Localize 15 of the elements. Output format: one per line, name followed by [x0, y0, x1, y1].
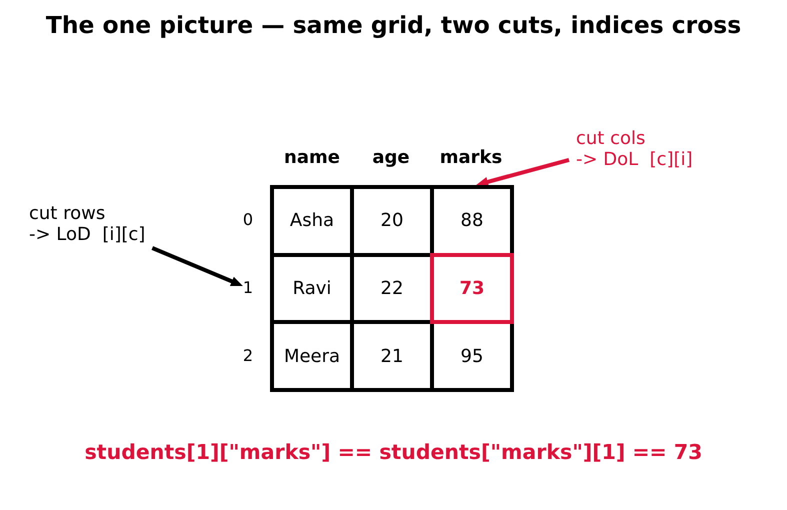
annotation-note: -> DoL [c][i] [576, 149, 693, 170]
annotation-note: -> LoD [i][c] [29, 224, 146, 245]
annotation-heading: cut rows [29, 203, 106, 224]
column-header: marks [440, 148, 502, 168]
row-index: 2 [242, 346, 254, 366]
arrow [152, 246, 244, 288]
column-header: name [284, 148, 340, 168]
column-header: age [372, 148, 410, 168]
highlighted-cell: 73 [430, 252, 514, 324]
code-expression: students[1]["marks"] == students["marks"][1] == 73 [84, 439, 702, 465]
arrow [476, 158, 570, 187]
annotation-heading: cut cols [576, 128, 646, 149]
row-index: 1 [242, 278, 254, 298]
row-index: 0 [242, 210, 254, 230]
title: The one picture — same grid, two cuts, indices cross [46, 10, 742, 40]
